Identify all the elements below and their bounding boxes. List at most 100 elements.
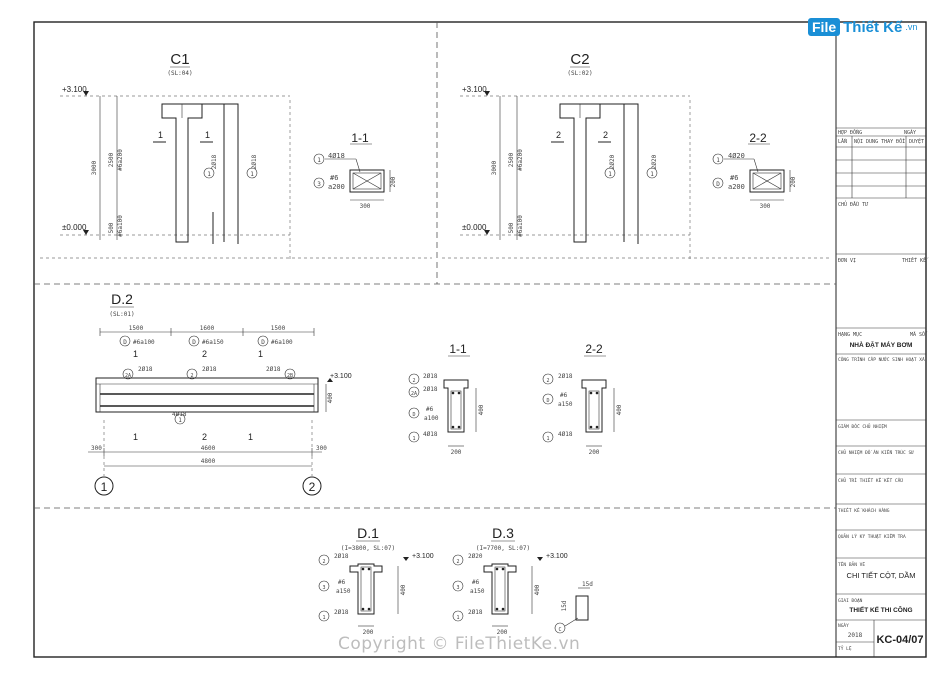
col-sec22-stir: #6 <box>730 174 738 182</box>
d2-stir-2: #6a150 <box>202 339 224 346</box>
copyright-watermark: Copyright © FileThietKe.vn <box>338 634 581 654</box>
d1-w: 200 <box>363 629 374 636</box>
c2-stirrup-up: #6a200 <box>517 149 524 171</box>
d2-span-2: 1600 <box>200 325 215 332</box>
c2-dim-up: 2500 <box>508 152 515 167</box>
c1-dim-low: 500 <box>108 222 115 233</box>
bs22-row-1: #6 <box>560 392 568 399</box>
d2-cut-top-2: 2 <box>202 349 207 359</box>
col-sec22-title: 2-2 <box>749 131 767 145</box>
bs11-row-3: a100 <box>424 415 439 422</box>
d3-title: D.3 <box>492 525 514 541</box>
tb-date: 2018 <box>848 632 863 639</box>
col-sec11-title: 1-1 <box>351 131 369 145</box>
d3-w: 200 <box>497 629 508 636</box>
tb-sheet-name: CHI TIẾT CỘT, DẦM <box>847 570 916 580</box>
c1-cut-right: 1 <box>205 130 210 140</box>
tb-r1b: NGÀY <box>904 129 916 136</box>
col-sec22-w: 300 <box>760 203 771 210</box>
beam-d2-elevation: D.2 (SL:01) 1500 1600 1500 D #6a100 D #6… <box>88 291 352 496</box>
c1-cut-left: 1 <box>158 130 163 140</box>
beam-d1-section: D.1 (I=3800, SL:07) 2 2Ø18 3 #6 a150 1 2… <box>318 525 434 636</box>
bs22-tag-0: 2 <box>546 378 549 384</box>
d3-tag-3: 1 <box>456 615 459 621</box>
col-sec11-spacing: a200 <box>328 183 345 191</box>
d1-row-1: #6 <box>338 579 346 586</box>
d2-bot-bar: 4Ø18 <box>172 411 187 418</box>
bs11-tag-1: 2A <box>411 391 417 397</box>
d2-top-tag-1: 2A <box>125 373 131 379</box>
col-sec22-bar: 4Ø20 <box>728 152 745 160</box>
column-c1-elevation: C1 (SL:04) +3.100 ±0.000 3000 2500 #6a20… <box>60 51 290 244</box>
column-section-2-2: 2-2 1 4Ø20 D #6 a200 200 300 <box>689 100 797 260</box>
d3-tag-1: 3 <box>456 585 459 591</box>
d3-row-1: #6 <box>472 579 480 586</box>
c2-level-bot: ±0.000 <box>462 223 487 232</box>
tb-project-loc: CÔNG TRÌNH CẤP NƯỚC SINH HOẠT XÃ <box>838 356 925 363</box>
d1-tag-1: 3 <box>322 585 325 591</box>
logo-mark: File <box>808 18 841 36</box>
d2-cut-top-3: 1 <box>258 349 263 359</box>
tb-date-hdr: NGÀY <box>838 622 849 629</box>
title-block: HỢP ĐỒNG NGÀY LẦN NỘI DUNG THAY ĐỔI DUYỆ… <box>836 127 929 657</box>
bs11-h: 400 <box>478 404 485 415</box>
bs22-tag-3: 1 <box>546 436 549 442</box>
d3-row-0: 2Ø20 <box>468 553 483 560</box>
col-sec11-tag1: 1 <box>317 157 321 164</box>
col-sec11-tag2: 3 <box>317 181 321 188</box>
d1-tag-0: 2 <box>322 559 325 565</box>
tb-role2: CHỦ NHIỆM ĐỒ ÁN KIẾN TRÚC SƯ <box>838 448 914 456</box>
c1-stirrup-up: #6a200 <box>117 149 124 171</box>
d2-bot-tag: 1 <box>178 417 182 424</box>
bs22-tag-1: D <box>546 398 549 404</box>
d3-hook-tag: C <box>558 627 561 633</box>
d2-total: 4800 <box>201 458 216 465</box>
c2-stirrup-low: #6a100 <box>517 215 524 237</box>
beam-section-2-2: 2-2 2 2Ø18 D #6 a150 1 4Ø18 400 200 <box>542 342 623 456</box>
bs11-row-2: #6 <box>426 406 434 413</box>
bs11-tag-0: 2 <box>412 378 415 384</box>
d2-dim-left: 300 <box>91 445 102 452</box>
d3-hook-a: 15d <box>582 581 593 588</box>
c1-bar-b: 2Ø18 <box>251 154 258 169</box>
bs22-w: 200 <box>589 449 600 456</box>
d2-top-tag-2: 2 <box>190 373 193 379</box>
logo-suffix: .vn <box>905 22 918 32</box>
d2-dim-right: 300 <box>316 445 327 452</box>
beam-sec22-title: 2-2 <box>585 342 603 356</box>
d3-row-2: a150 <box>470 588 485 595</box>
tb-owner: CHỦ ĐẦU TƯ <box>838 200 868 208</box>
c1-bar-a-tag: 1 <box>207 171 211 178</box>
tb-role1: GIÁM ĐỐC CHỦ NHIỆM <box>838 422 887 430</box>
d1-tag-3: 1 <box>322 615 325 621</box>
tb-code: KC-04/07 <box>876 634 923 646</box>
d3-h: 400 <box>534 584 541 595</box>
logo-name: Thiết Kế <box>843 18 903 36</box>
tb-designer: ĐƠN VỊ <box>838 258 856 264</box>
d2-stir-tag-1: D <box>123 339 127 346</box>
d2-level: +3.100 <box>330 373 352 380</box>
d1-title: D.1 <box>357 525 379 541</box>
d2-top-bar-3: 2Ø18 <box>266 366 281 373</box>
site-logo[interactable]: File Thiết Kế .vn <box>808 14 917 40</box>
tb-designer-b: THIẾT KẾ <box>902 256 929 264</box>
d3-hook-b: 15d <box>561 600 568 611</box>
beam-sec11-title: 1-1 <box>449 342 467 356</box>
col-sec22-h: 200 <box>790 176 797 187</box>
beam-d3-section: D.3 (I=7700, SL:07) 2 2Ø20 3 #6 a150 1 2… <box>452 525 593 636</box>
d1-h: 400 <box>400 584 407 595</box>
c2-title: C2 <box>570 51 589 68</box>
d2-dim-mid: 4600 <box>201 445 216 452</box>
d2-stir-1: #6a100 <box>133 339 155 346</box>
d2-sub: (SL:01) <box>109 311 134 318</box>
d2-height: 400 <box>327 392 334 403</box>
bs22-h: 400 <box>616 404 623 415</box>
d3-tag-0: 2 <box>456 559 459 565</box>
c1-bar-a: 2Ø18 <box>211 154 218 169</box>
d1-row-2: a150 <box>336 588 351 595</box>
tb-project: NHÀ ĐẶT MÁY BƠM <box>850 340 913 349</box>
tb-project-hdr: HẠNG MỤC <box>838 332 862 338</box>
d3-sub: (I=7700, SL:07) <box>476 545 530 552</box>
d2-stir-tag-3: D <box>261 339 265 346</box>
sheet-border <box>33 21 927 658</box>
